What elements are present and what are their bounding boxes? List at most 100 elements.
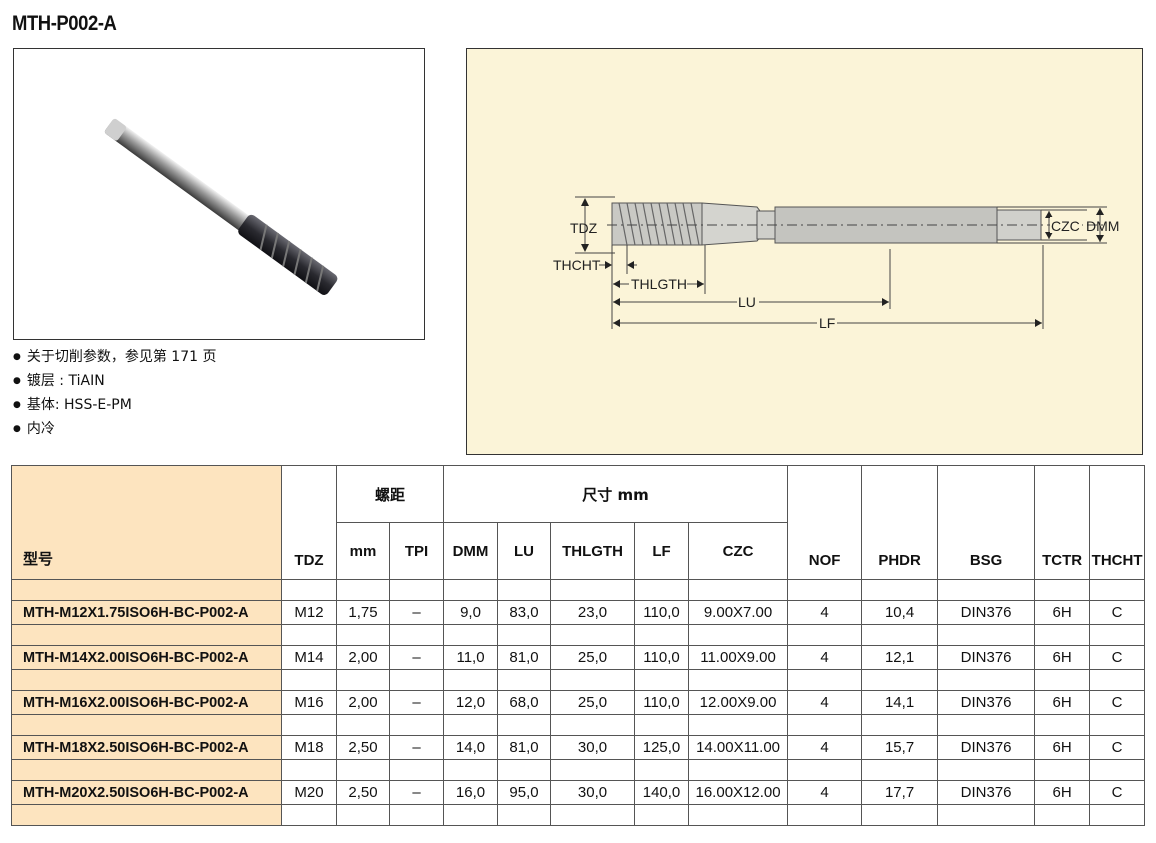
czc-label: CZC [1051,218,1080,234]
cell-mm: 2,00 [336,645,390,670]
spacer-cell [443,804,499,826]
col-header-bsg: BSG [937,465,1036,580]
spacer-cell [388,804,445,826]
spacer-cell [388,669,445,691]
spacer-cell [861,714,939,736]
cell-tdz: M12 [281,600,337,625]
spacer-row [11,669,1146,691]
cell-thlgth: 25,0 [550,690,636,715]
cell-nof: 4 [787,735,863,760]
cell-lu: 81,0 [497,645,552,670]
spacer-cell [281,759,337,781]
cell-tdz: M18 [281,735,337,760]
spacer-cell [11,579,282,601]
col-header-dmm: DMM [443,522,499,580]
col-header-thcht: THCHT [1089,465,1146,580]
col-header-phdr: PHDR [861,465,939,580]
cell-tctr: 6H [1034,600,1091,625]
feature-item: 内冷 [13,418,216,442]
cell-lf: 110,0 [634,645,690,670]
cell-tctr: 6H [1034,690,1091,715]
dimension-diagram: TDZ THCHT THLGTH LU LF [466,48,1143,455]
spacer-cell [1034,714,1091,736]
cell-nof: 4 [787,645,863,670]
cell-tpi: – [388,735,445,760]
spacer-cell [281,624,337,646]
spacer-cell [861,579,939,601]
spacer-cell [443,714,499,736]
spacer-cell [787,759,863,781]
cell-dmm: 12,0 [443,690,499,715]
spacer-cell [443,579,499,601]
cell-tpi: – [388,780,445,805]
spacer-cell [550,669,636,691]
cell-mm: 2,00 [336,690,390,715]
cell-thlgth: 30,0 [550,735,636,760]
tap-tool-illustration [104,118,338,295]
spacer-cell [497,759,552,781]
col-header-lu: LU [497,522,552,580]
cell-phdr: 10,4 [861,600,939,625]
spacer-cell [634,759,690,781]
spacer-cell [497,804,552,826]
spacer-cell [388,579,445,601]
spacer-row [11,579,1146,601]
cell-czc: 9.00X7.00 [688,600,789,625]
cell-mm: 2,50 [336,735,390,760]
spacer-cell [497,669,552,691]
spacer-cell [787,579,863,601]
spacer-row [11,714,1146,736]
spacer-cell [688,804,789,826]
spacer-cell [443,624,499,646]
lf-label: LF [819,315,835,331]
cell-model: MTH-M18X2.50ISO6H-BC-P002-A [11,735,282,760]
spacer-cell [1034,804,1091,826]
cell-tctr: 6H [1034,645,1091,670]
cell-thlgth: 23,0 [550,600,636,625]
col-header-model: 型号 [11,465,282,580]
cell-bsg: DIN376 [937,690,1036,715]
spacer-row [11,804,1146,826]
cell-czc: 14.00X11.00 [688,735,789,760]
col-header-tdz: TDZ [281,465,337,580]
spacer-cell [1034,759,1091,781]
spacer-cell [550,579,636,601]
spacer-cell [787,669,863,691]
spacer-cell [1089,759,1146,781]
spacer-cell [336,759,390,781]
spacer-cell [1034,669,1091,691]
spacer-cell [443,669,499,691]
spacer-cell [336,714,390,736]
col-header-tctr: TCTR [1034,465,1091,580]
cell-thlgth: 30,0 [550,780,636,805]
cell-thcht: C [1089,600,1146,625]
spacer-cell [281,579,337,601]
thcht-label: THCHT [553,257,601,273]
spacer-cell [937,579,1036,601]
spacer-cell [1089,624,1146,646]
spacer-cell [787,624,863,646]
spacer-cell [497,579,552,601]
spacer-cell [443,759,499,781]
cell-thlgth: 25,0 [550,645,636,670]
spacer-cell [550,624,636,646]
cell-thcht: C [1089,645,1146,670]
product-photo [13,48,425,340]
tdz-label: TDZ [570,220,598,236]
cell-model: MTH-M16X2.00ISO6H-BC-P002-A [11,690,282,715]
spacer-cell [336,804,390,826]
cell-mm: 2,50 [336,780,390,805]
spacer-cell [388,624,445,646]
spacer-cell [634,669,690,691]
spacer-cell [11,669,282,691]
spacer-cell [861,669,939,691]
spacer-cell [11,759,282,781]
spacer-cell [688,624,789,646]
spacer-cell [11,624,282,646]
cell-dmm: 9,0 [443,600,499,625]
spacer-cell [281,669,337,691]
